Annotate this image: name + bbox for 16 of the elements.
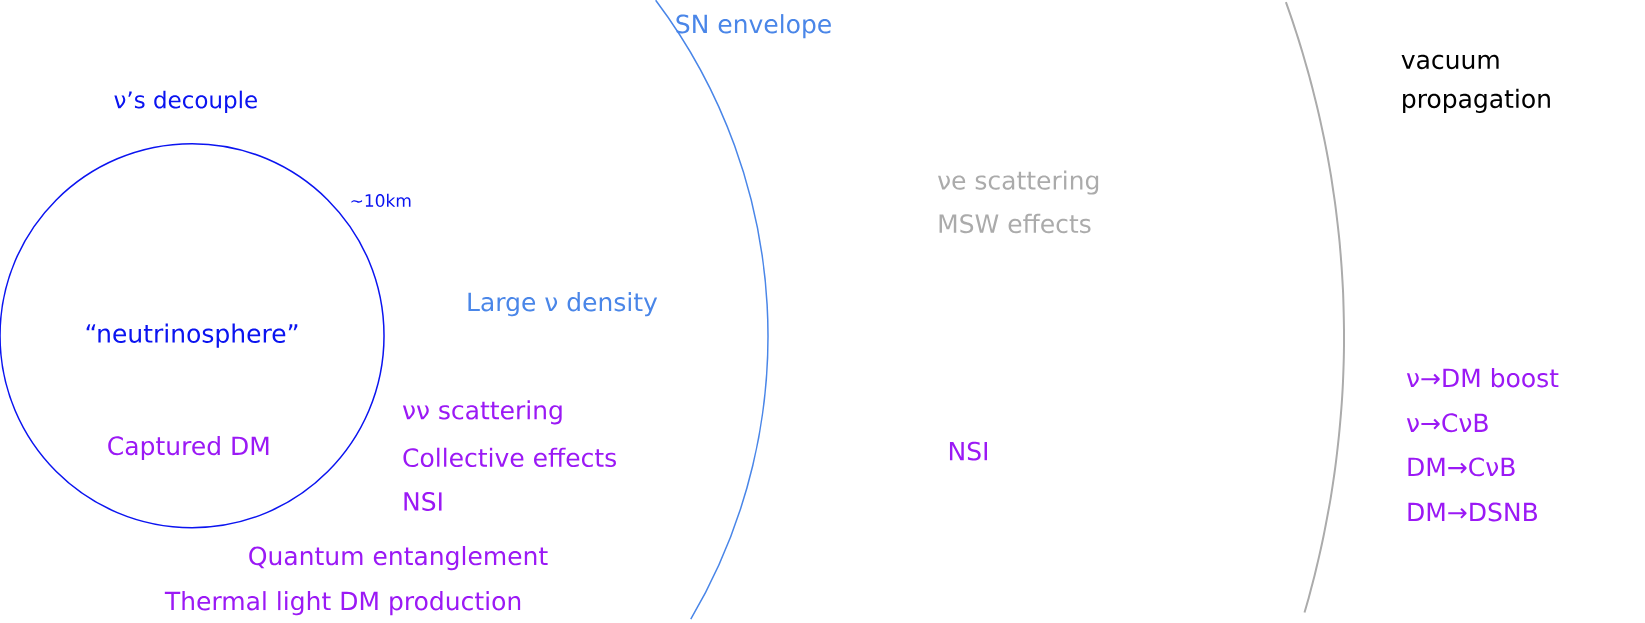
region-label: vacuum propagation	[1401, 54, 1550, 113]
region-label: Large ν density	[468, 292, 658, 317]
effect-text: Captured DM	[108, 435, 269, 461]
region-label: SN envelope	[676, 14, 831, 39]
size-label: ~10km	[351, 193, 411, 207]
effect-text: νe scattering	[938, 170, 1099, 195]
region-label: “neutrinosphere”	[86, 323, 298, 348]
effect-text: ν→DM boost	[1406, 368, 1559, 388]
effect-text: NSI	[949, 441, 987, 461]
effect-text: Quantum entanglement	[249, 546, 548, 571]
annotation-text: ν’s decouple	[114, 90, 257, 113]
effect-text: DM→DSNB	[1408, 502, 1537, 522]
effect-text: MSW effects	[939, 213, 1091, 234]
effect-text: DM→CνB	[1408, 457, 1515, 477]
effect-text: ν→CνB	[1406, 413, 1488, 433]
effect-text: Thermal light DM production	[164, 591, 521, 616]
